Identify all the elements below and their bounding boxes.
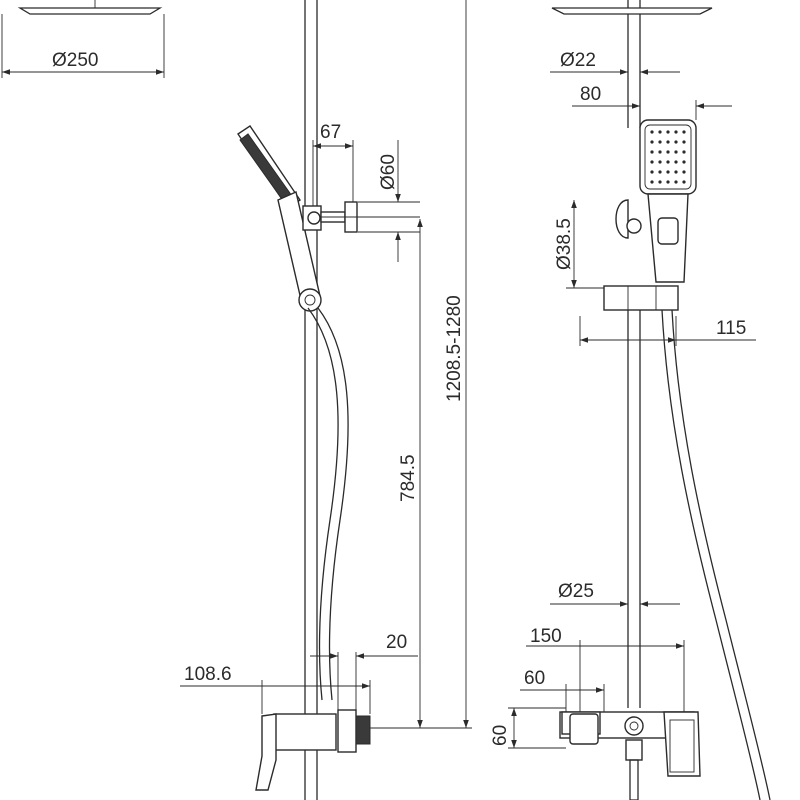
dim-inlet-offset: 20	[386, 632, 407, 653]
dim-handle-height: 60	[490, 725, 511, 746]
dim-handle-width: 60	[524, 668, 545, 689]
side-view: 67 Ø60 784.5 1208.5-1280 20 108.6	[180, 0, 472, 800]
front-holder	[603, 199, 679, 311]
dim-mixer-depth: 108.6	[184, 664, 232, 685]
side-hose	[307, 307, 339, 701]
side-handset	[237, 125, 322, 312]
front-handset	[639, 119, 697, 283]
dim-bracket-height: 784.5	[398, 454, 419, 502]
dim-holder-diameter: Ø38.5	[554, 218, 575, 270]
dim-height-range: 1208.5-1280	[444, 295, 465, 402]
front-rain-head	[551, 7, 713, 15]
side-holder-bracket	[302, 201, 420, 233]
spray-nozzles	[650, 130, 686, 184]
dim-arm-diameter: Ø22	[560, 50, 596, 71]
front-mixer	[559, 711, 701, 800]
dim-handset-offset: 67	[320, 122, 341, 143]
dim-mixer-width: 150	[530, 626, 562, 647]
dim-bracket-diameter: Ø60	[378, 154, 399, 190]
left-rain-head: Ø250	[1, 0, 165, 78]
front-view: Ø22 80	[490, 0, 771, 800]
dim-head-diameter: Ø250	[52, 50, 98, 71]
dim-holder-offset: 115	[716, 318, 746, 339]
dim-arm-offset: 80	[580, 84, 601, 105]
dim-rail-diameter: Ø25	[558, 581, 594, 602]
side-mixer	[255, 709, 371, 791]
front-hose	[661, 309, 761, 800]
